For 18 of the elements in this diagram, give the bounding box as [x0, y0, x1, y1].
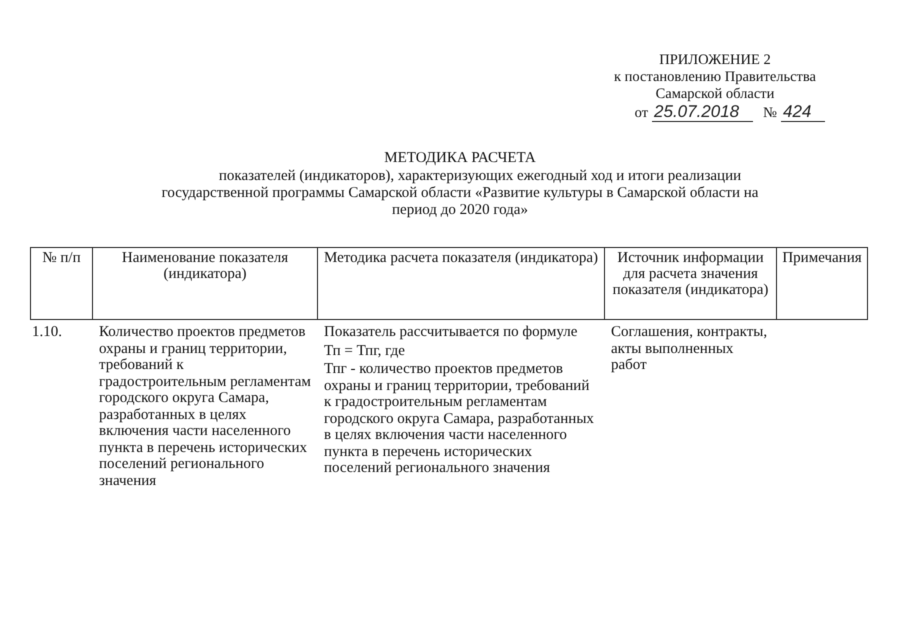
number-sign: № [763, 105, 777, 122]
table-header-cell: Наименование показателя (индикатора) [93, 247, 318, 320]
handwritten-number: 424 [780, 103, 826, 122]
formula: Тп = Тпг, где [324, 342, 406, 359]
handwritten-date: 25.07.2018 [652, 103, 754, 122]
table-header-cell: Методика расчета показателя (индикатора) [318, 247, 605, 320]
table-header-cell: Источник информации для расчета значения показателя (индикатора) [605, 247, 777, 320]
document-subtitle: показателей (индикаторов), характеризующих ежегодный ход и итоги реализации государственной программы Самарской области «Развитие культуры в Самарской области на период до 2020 года» [160, 168, 760, 219]
formula-definition: Тпг - количество проектов предметов охраны и границ территории, требований к градостроительным регламентам городского округа Самара, разработанных в целях включения части населенного пункта в перечень исторических поселений регионального значения [324, 361, 595, 476]
annex-heading: ПРИЛОЖЕНИЕ 2 [658, 52, 772, 69]
table-header-cell: Примечания [777, 247, 868, 320]
formula-intro: Показатель рассчитывается по формуле [324, 324, 578, 340]
table-header-cell: № п/п [30, 247, 93, 320]
row-number: 1.10. [32, 324, 63, 340]
date-prefix: от [634, 105, 648, 122]
indicator-name: Количество проектов предметов охраны и границ территории, требований к градостроительным регламентам городского округа Самара, разработанных в целях включения части населенного пункта в перечень исторических поселений регионального значения [99, 324, 312, 489]
document-title: МЕТОДИКА РАСЧЕТА [383, 150, 537, 167]
information-source: Соглашения, контракты, акты выполненных работ [611, 324, 768, 374]
